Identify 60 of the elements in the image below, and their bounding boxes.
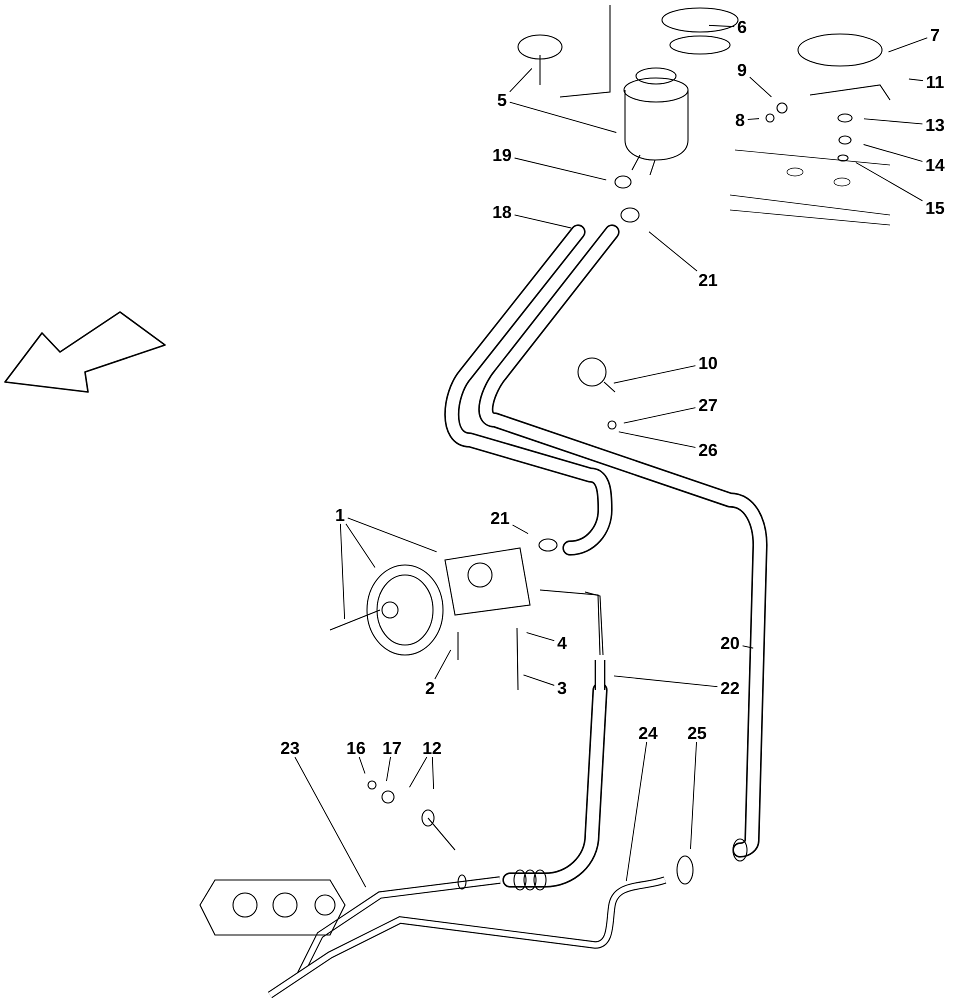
leader-line bbox=[614, 675, 718, 688]
leader-line bbox=[434, 649, 452, 680]
leader-line bbox=[626, 742, 648, 882]
callout-number: 12 bbox=[423, 742, 441, 754]
callout-number: 3 bbox=[558, 682, 566, 694]
callout-number: 9 bbox=[738, 64, 746, 76]
leader-line bbox=[618, 431, 696, 448]
leader-line bbox=[613, 365, 696, 384]
leader-line bbox=[509, 68, 532, 92]
callout-number: 6 bbox=[738, 20, 746, 34]
callout-number: 2 bbox=[426, 682, 434, 694]
leader-line bbox=[908, 78, 924, 82]
leader-line bbox=[340, 523, 346, 620]
callout-number: 5 bbox=[498, 94, 506, 106]
callout-number: 16 bbox=[347, 742, 366, 754]
callout-number: 14 bbox=[926, 159, 945, 171]
leader-line bbox=[386, 756, 391, 782]
leader-line bbox=[708, 24, 735, 28]
leader-line bbox=[523, 674, 555, 686]
leader-line bbox=[747, 118, 760, 120]
leader-line bbox=[742, 645, 754, 649]
leader-line bbox=[864, 118, 923, 124]
leader-line bbox=[514, 214, 572, 228]
callout-number: 7 bbox=[930, 29, 940, 41]
callout-number: 27 bbox=[698, 398, 717, 412]
leader-line bbox=[347, 518, 438, 552]
leader-line bbox=[749, 76, 772, 98]
leader-line bbox=[648, 231, 698, 272]
leader-line bbox=[855, 162, 923, 202]
callout-number: 20 bbox=[720, 636, 739, 650]
leader-line bbox=[432, 756, 434, 790]
leader-line bbox=[345, 523, 376, 568]
callout-number: 18 bbox=[493, 206, 512, 218]
callout-number: 21 bbox=[698, 274, 718, 286]
leader-line bbox=[409, 756, 428, 788]
callout-number: 1 bbox=[336, 509, 344, 521]
leader-line bbox=[294, 756, 366, 888]
callout-number: 15 bbox=[926, 202, 944, 214]
callout-number: 24 bbox=[638, 726, 658, 740]
callout-number: 17 bbox=[383, 742, 401, 754]
leader-line bbox=[526, 632, 555, 642]
callout-number: 10 bbox=[699, 356, 717, 370]
callout-number: 19 bbox=[493, 148, 511, 162]
leader-line bbox=[623, 407, 696, 424]
callout-number: 26 bbox=[698, 444, 718, 456]
callout-number: 11 bbox=[926, 76, 944, 88]
callout-number: 13 bbox=[926, 118, 944, 132]
callout-number: 23 bbox=[280, 742, 299, 754]
callout-number: 8 bbox=[736, 114, 744, 126]
leader-line bbox=[690, 742, 697, 850]
leader-line bbox=[509, 102, 617, 133]
callout-number: 4 bbox=[557, 637, 567, 649]
leader-line bbox=[863, 144, 923, 162]
leader-line bbox=[512, 524, 529, 534]
callout-number: 21 bbox=[490, 512, 510, 524]
leader-line bbox=[514, 158, 607, 180]
callout-number: 25 bbox=[688, 726, 706, 740]
leader-line bbox=[888, 37, 928, 52]
leader-line bbox=[358, 756, 366, 774]
callout-number: 22 bbox=[720, 682, 739, 694]
